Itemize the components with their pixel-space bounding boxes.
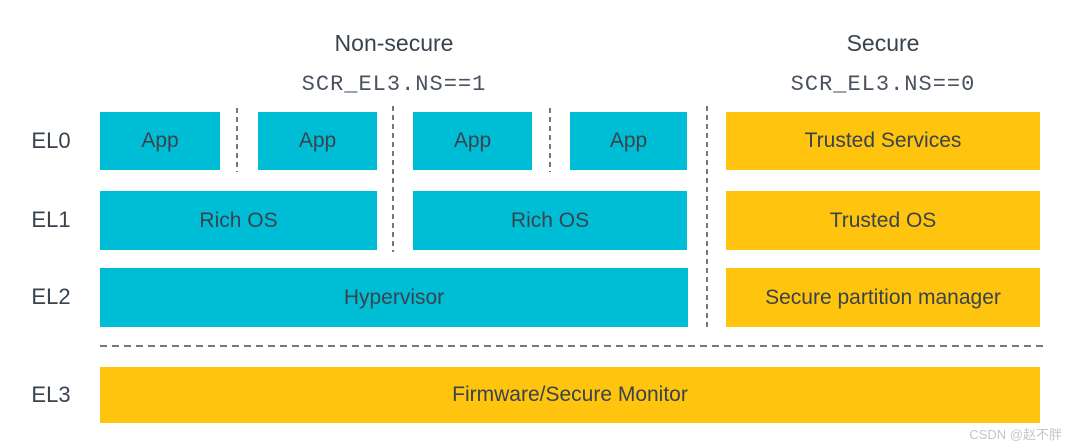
el3-firmware-secure-monitor-box: Firmware/Secure Monitor [100,367,1040,423]
el0-app-box-3: App [413,112,532,170]
secure-nonsecure-divider-dashed-line [706,106,708,328]
row-label-el1: EL1 [31,207,71,232]
csdn-watermark: CSDN @赵不胖 [969,427,1062,442]
nonsecure-world-title: Non-secure [334,30,454,56]
nonsecure-world-register-condition: SCR_EL3.NS==1 [301,72,487,97]
el0-app-separator-dashed-line-1 [236,108,238,172]
row-label-el2: EL2 [31,284,71,309]
el0-app-box-2: App [258,112,377,170]
el0-trusted-services-box: Trusted Services [726,112,1040,170]
rich-os-stack-separator-dashed-line [392,106,394,252]
secure-world-title: Secure [846,30,920,56]
el3-horizontal-divider-dashed-line [100,345,1043,347]
el2-hypervisor-box: Hypervisor [100,268,688,327]
el0-app-box-4: App [570,112,687,170]
el1-rich-os-box-left: Rich OS [100,191,377,250]
el2-secure-partition-manager-box: Secure partition manager [726,268,1040,327]
row-label-el0: EL0 [31,128,71,153]
el0-app-box-1: App [100,112,220,170]
row-label-el3: EL3 [31,382,71,407]
el1-rich-os-box-right: Rich OS [413,191,687,250]
el1-trusted-os-box: Trusted OS [726,191,1040,250]
secure-world-register-condition: SCR_EL3.NS==0 [790,72,976,97]
el0-app-separator-dashed-line-2 [549,108,551,172]
